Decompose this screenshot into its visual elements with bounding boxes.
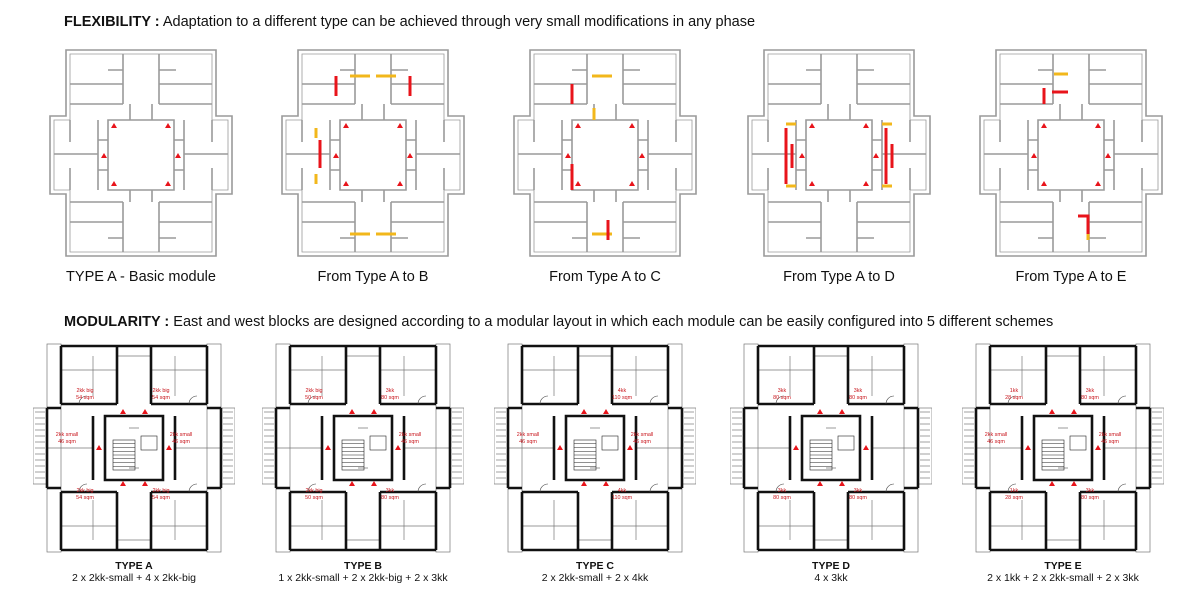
room-area-label: 80 sqm [773,395,791,401]
room-type-label: 2kk big [152,388,169,394]
type-name: TYPE D [812,560,850,572]
flexibility-label: FLEXIBILITY : [64,14,160,30]
room-type-label: 2kk small [985,432,1007,438]
floor-plan-drawing [979,49,1163,257]
room-type-label: 2kk small [56,432,78,438]
flexibility-caption-5: From Type A to E [1015,269,1127,285]
flexibility-heading: FLEXIBILITY : Adaptation to a different … [64,14,755,30]
room-area-label: 46 sqm [519,439,537,445]
type-name: TYPE C [576,560,614,572]
room-area-label: 46 sqm [58,439,76,445]
type-formula: 2 x 2kk-small + 4 x 2kk-big [71,572,196,584]
flexibility-plan-3 [512,44,698,262]
room-type-label: 2kk small [399,432,421,438]
room-type-label: 3kk [778,388,787,394]
flexibility-caption-2: From Type A to B [317,269,429,285]
flexibility-caption-4: From Type A to D [783,269,895,285]
room-type-label: 2kk big [76,488,93,494]
room-type-label: 1kk [1010,388,1019,394]
room-area-label: 46 sqm [987,439,1005,445]
room-area-label: 54 sqm [152,395,170,401]
flexibility-plan-4 [746,44,932,262]
flexibility-plan-2 [280,44,466,262]
room-area-label: 110 sqm [612,495,633,501]
type-name: TYPE E [1044,560,1082,572]
room-area-label: 80 sqm [773,495,791,501]
room-area-label: 80 sqm [381,395,399,401]
room-type-label: 1kk [1010,488,1019,494]
room-type-label: 2kk big [305,488,322,494]
room-area-label: 46 sqm [172,439,190,445]
type-formula: 2 x 2kk-small + 2 x 4kk [541,572,649,584]
room-type-label: 3kk [386,488,395,494]
flexibility-caption-1: TYPE A - Basic module [66,269,216,285]
room-type-label: 2kk small [517,432,539,438]
modularity-heading: MODULARITY : East and west blocks are de… [64,314,1053,330]
room-type-label: 2kk small [631,432,653,438]
floor-plan-drawing [49,49,233,257]
room-type-label: 3kk [854,388,863,394]
room-area-label: 80 sqm [381,495,399,501]
room-area-label: 46 sqm [633,439,651,445]
type-formula: 4 x 3kk [814,572,848,584]
room-type-label: 3kk [854,488,863,494]
flexibility-plan-1 [48,44,234,262]
floor-plan-drawing [747,49,931,257]
room-area-label: 54 sqm [76,395,94,401]
floor-plan-drawing [513,49,697,257]
room-type-label: 2kk big [152,488,169,494]
room-type-label: 3kk [386,388,395,394]
room-area-label: 46 sqm [401,439,419,445]
room-type-label: 3kk [1086,388,1095,394]
modularity-label: MODULARITY : [64,314,170,330]
type-name: TYPE B [344,560,382,572]
room-type-label: 2kk small [170,432,192,438]
room-type-label: 4kk [618,488,627,494]
room-area-label: 28 sqm [1005,495,1023,501]
room-type-label: 3kk [778,488,787,494]
room-type-label: 2kk big [305,388,322,394]
room-area-label: 54 sqm [152,495,170,501]
room-area-label: 46 sqm [1101,439,1119,445]
room-type-label: 2kk small [1099,432,1121,438]
room-area-label: 50 sqm [305,495,323,501]
room-area-label: 50 sqm [305,395,323,401]
type-formula: 2 x 1kk + 2 x 2kk-small + 2 x 3kk [987,572,1139,584]
modularity-text: East and west blocks are designed accord… [173,314,1054,330]
room-area-label: 80 sqm [1081,395,1099,401]
flexibility-caption-3: From Type A to C [549,269,661,285]
room-type-label: 3kk [1086,488,1095,494]
room-type-label: 2kk big [76,388,93,394]
room-type-label: 4kk [618,388,627,394]
flexibility-plan-5 [978,44,1164,262]
floor-plan-drawing [281,49,465,257]
room-area-label: 54 sqm [76,495,94,501]
room-area-label: 28 sqm [1005,395,1023,401]
room-area-label: 80 sqm [1081,495,1099,501]
room-area-label: 80 sqm [849,395,867,401]
room-area-label: 80 sqm [849,495,867,501]
room-area-label: 110 sqm [612,395,633,401]
flexibility-text: Adaptation to a different type can be ac… [162,14,756,30]
type-name: TYPE A [115,560,153,572]
type-formula: 1 x 2kk-small + 2 x 2kk-big + 2 x 3kk [278,572,448,584]
